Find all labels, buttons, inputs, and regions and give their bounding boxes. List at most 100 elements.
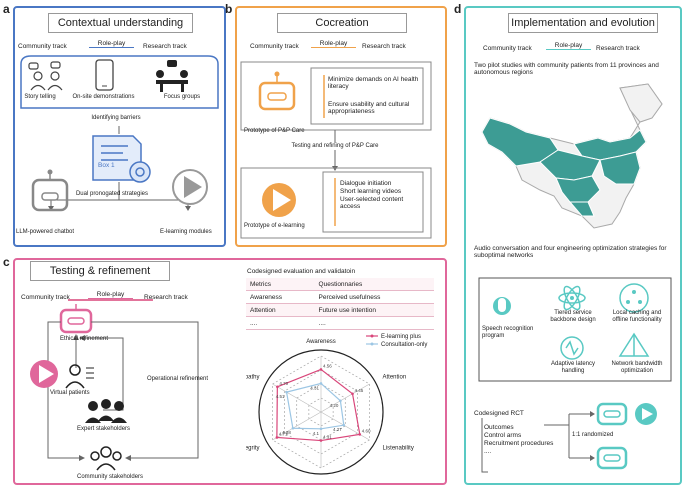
- b-req2: Ensure usability and cultural appropriat…: [328, 101, 410, 116]
- c-table-title: Codesigned evaluation and validatoin: [247, 268, 356, 275]
- radar-outer-circle: [258, 349, 384, 475]
- c-community-track: Community track: [21, 294, 70, 301]
- d-tiered: Tiered service backbone design: [550, 310, 596, 323]
- c-expert: Expert stakeholders: [77, 426, 131, 432]
- table-row: ........: [246, 316, 434, 330]
- radar-value-label: 4.31: [323, 435, 332, 440]
- d-strategies-graphics: [478, 277, 672, 382]
- a-dual: Dual pronogated strategies: [75, 191, 149, 197]
- a-research-track: Research track: [143, 43, 187, 50]
- a-community-track: Community track: [18, 43, 67, 50]
- radar-value-label: 4.45: [355, 388, 364, 393]
- radar-spoke: [272, 383, 322, 413]
- a-item-focus: Focus groups: [163, 94, 201, 100]
- radar-point: [319, 427, 323, 431]
- radar-point: [351, 392, 354, 396]
- panel-b-letter: b: [225, 2, 233, 16]
- radar-value-label: 4.56: [323, 363, 332, 368]
- radar-value-label: 4.38: [282, 430, 291, 435]
- d-control: Control arms: [484, 432, 522, 439]
- radar-spoke: [272, 411, 322, 441]
- radar-point: [285, 390, 288, 394]
- panel-b: [235, 6, 447, 247]
- panel-d: [464, 6, 682, 485]
- radar-axis-label: Attention: [382, 375, 406, 381]
- d-community-track: Community track: [483, 45, 532, 52]
- radar-value-label: 4.27: [333, 427, 342, 432]
- radar-point: [319, 368, 323, 371]
- radar-point: [342, 423, 346, 427]
- d-randomized: 1:1 randomized: [572, 432, 614, 438]
- panel-a: [13, 6, 226, 247]
- radar-axis-label: Integrity: [246, 446, 260, 452]
- d-adaptive: Adaptive latency handling: [550, 361, 596, 374]
- panel-d-letter: d: [454, 2, 462, 16]
- a-identifying-barriers: Identifying barriers: [91, 115, 141, 121]
- radar-value-label: 4.20: [330, 403, 339, 408]
- c-research-track: Research track: [144, 294, 188, 301]
- b-req1: Minimize demands on AI health literacy: [328, 76, 419, 91]
- d-rct: Codesigned RCT: [474, 410, 524, 417]
- c-role-play: Role-play: [88, 291, 133, 300]
- radar-spoke: [320, 383, 370, 413]
- radar-value-label: 4.71: [279, 431, 288, 436]
- radar-value-label: 4.51: [276, 394, 285, 399]
- d-dots: ....: [484, 448, 492, 455]
- radar-legend-marker: [370, 342, 374, 346]
- panel-c-title: Testing & refinement: [30, 261, 170, 281]
- d-role-play: Role-play: [546, 42, 591, 51]
- d-outcomes: Outcomes: [484, 424, 514, 431]
- radar-point: [339, 399, 342, 403]
- b-feat3: User-selected content access: [340, 196, 404, 211]
- c-ethical: Ethical refinement: [60, 336, 109, 342]
- radar-value-label: 4.60: [362, 428, 371, 433]
- radar-point: [275, 436, 279, 439]
- radar-legend-label: Consultation-only: [381, 342, 427, 348]
- radar-point: [276, 385, 279, 389]
- a-elearning-label: E-learning modules: [160, 229, 212, 235]
- radar-chart: AwarenessAttentionListenabilityConcisene…: [246, 334, 427, 475]
- panel-b-title: Cocreation: [277, 13, 407, 33]
- b-feat1: Dialogue initiation: [340, 180, 392, 187]
- radar-value-label: 4.70: [279, 381, 288, 386]
- c-virtual: Virtual patients: [50, 390, 90, 396]
- panel-c-letter: c: [3, 255, 10, 269]
- radar-legend-marker: [370, 334, 374, 338]
- a-chatbot-label: LLM-powered chatbot: [16, 229, 75, 235]
- d-pilot: Two pilot studies with community patient…: [474, 62, 659, 77]
- panel-a-title: Contextual understanding: [48, 13, 193, 33]
- radar-point: [358, 433, 362, 436]
- radar-axis-label: Listenability: [382, 446, 413, 452]
- b-community-track: Community track: [250, 43, 299, 50]
- radar-point: [319, 439, 323, 442]
- a-box1: Box 1: [98, 162, 115, 169]
- panel-d-title: Implementation and evolution: [508, 13, 658, 33]
- panel-c: [13, 258, 447, 485]
- panel-a-letter: a: [3, 2, 10, 16]
- b-prototype1: Prototype of P&P Care: [244, 128, 305, 134]
- b-prototype2: Prototype of e-learning: [244, 223, 305, 229]
- radar-point: [291, 426, 295, 430]
- radar-legend-label: E-learning plus: [381, 334, 421, 340]
- b-role-play: Role-play: [311, 40, 356, 49]
- radar-value-label: 4.1: [313, 431, 320, 436]
- panel-a-graphics: [20, 55, 219, 212]
- c-operational: Operational refinement: [147, 376, 209, 382]
- d-rct-graphics: [481, 402, 657, 473]
- c-community: Community stakeholders: [77, 474, 144, 480]
- b-feat2: Short learning videos: [340, 188, 402, 195]
- radar-spoke: [320, 411, 370, 441]
- panel-c-graphics: [30, 299, 199, 471]
- d-speech: Speech recognition program: [482, 326, 534, 339]
- radar-value-label: 4.31: [310, 385, 319, 390]
- d-research-track: Research track: [596, 45, 640, 52]
- d-audio: Audio conversation and four engineering …: [474, 245, 667, 260]
- d-recruitment: Recruitment procedures: [484, 440, 554, 447]
- radar-axis-label: Empathy: [246, 375, 260, 381]
- b-testing: Testing and refining of P&P Care: [265, 143, 405, 150]
- a-item-demos: On-site demonstrations: [72, 94, 135, 100]
